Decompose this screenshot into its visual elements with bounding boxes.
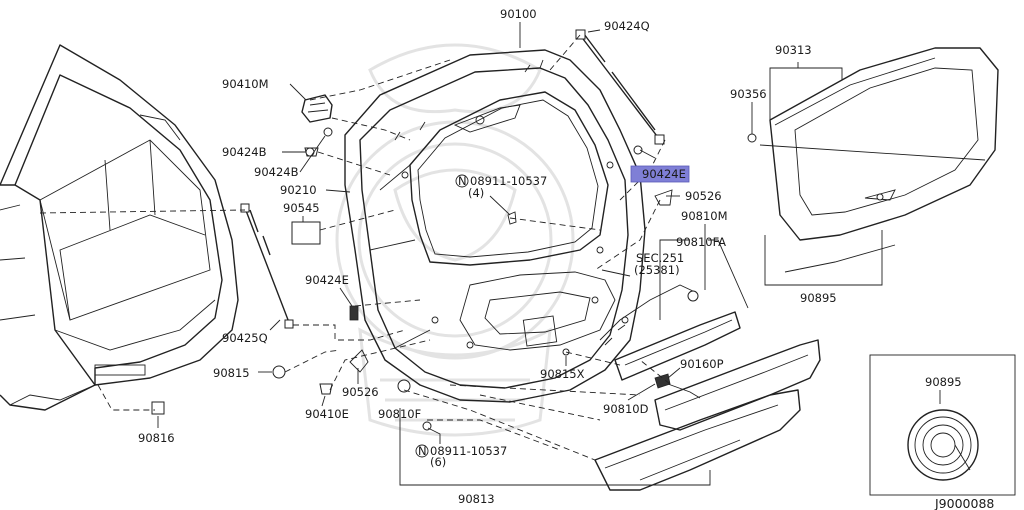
rear-spoiler [654,339,821,431]
highlight-box [630,165,690,183]
n-prefix-marker: N [418,444,427,458]
label-90526-upper[interactable]: 90526 [685,189,722,203]
label-08911-qty4[interactable]: N 08911-10537 (4) [455,174,547,200]
license-finisher [599,284,741,381]
label-08911-10537-a: 08911-10537 [470,174,547,188]
label-90810m[interactable]: 90810M [681,209,728,223]
label-25381: (25381) [634,263,680,277]
label-90424q[interactable]: 90424Q [604,19,650,33]
detail-inset [869,354,1016,496]
part-labels: 90100 90424Q 90313 90356 90410M 90424B 9… [138,7,994,510]
label-90545[interactable]: 90545 [283,201,320,215]
label-90815x[interactable]: 90815X [540,367,585,381]
label-90810f[interactable]: 90810F [378,407,421,421]
label-90356[interactable]: 90356 [730,87,767,101]
rear-window-glass [747,47,999,273]
label-08911-qty6[interactable]: N 08911-10537 (6) [415,444,507,469]
gas-strut-left [240,203,294,329]
label-90424e[interactable]: 90424E [305,273,349,287]
label-sec251[interactable]: SEC.251 [636,251,684,265]
label-90424e-highlighted[interactable]: 90424E [642,167,686,181]
back-door-panel [344,49,646,403]
leader-lines [157,22,883,486]
label-90424b-lower[interactable]: 90424B [254,165,299,179]
back-door-garnish [594,389,801,491]
label-08911-10537-b: 08911-10537 [430,444,507,458]
label-90410e[interactable]: 90410E [305,407,349,421]
label-90210[interactable]: 90210 [280,183,317,197]
label-90526-lower[interactable]: 90526 [342,385,379,399]
label-90410m[interactable]: 90410M [222,77,269,91]
label-90816[interactable]: 90816 [138,431,175,445]
n-prefix-marker: N [458,174,467,188]
qty-4: (4) [468,186,484,200]
label-90810fa[interactable]: 90810FA [676,235,726,249]
label-90424b-upper[interactable]: 90424B [222,145,267,159]
label-90810d[interactable]: 90810D [603,402,649,416]
label-90815[interactable]: 90815 [213,366,250,380]
label-90895-detail[interactable]: 90895 [925,375,962,389]
diagram-reference-code: J9000088 [934,496,994,510]
label-90160p[interactable]: 90160P [680,357,724,371]
label-90813[interactable]: 90813 [458,492,495,506]
label-90313[interactable]: 90313 [775,43,812,57]
label-90425q[interactable]: 90425Q [222,331,268,345]
label-90895-glass[interactable]: 90895 [800,291,837,305]
label-90100[interactable]: 90100 [500,7,537,21]
gas-strut-right [575,29,665,155]
qty-6: (6) [430,455,446,469]
fasteners [151,147,673,431]
vehicle-body-rear [0,44,239,411]
